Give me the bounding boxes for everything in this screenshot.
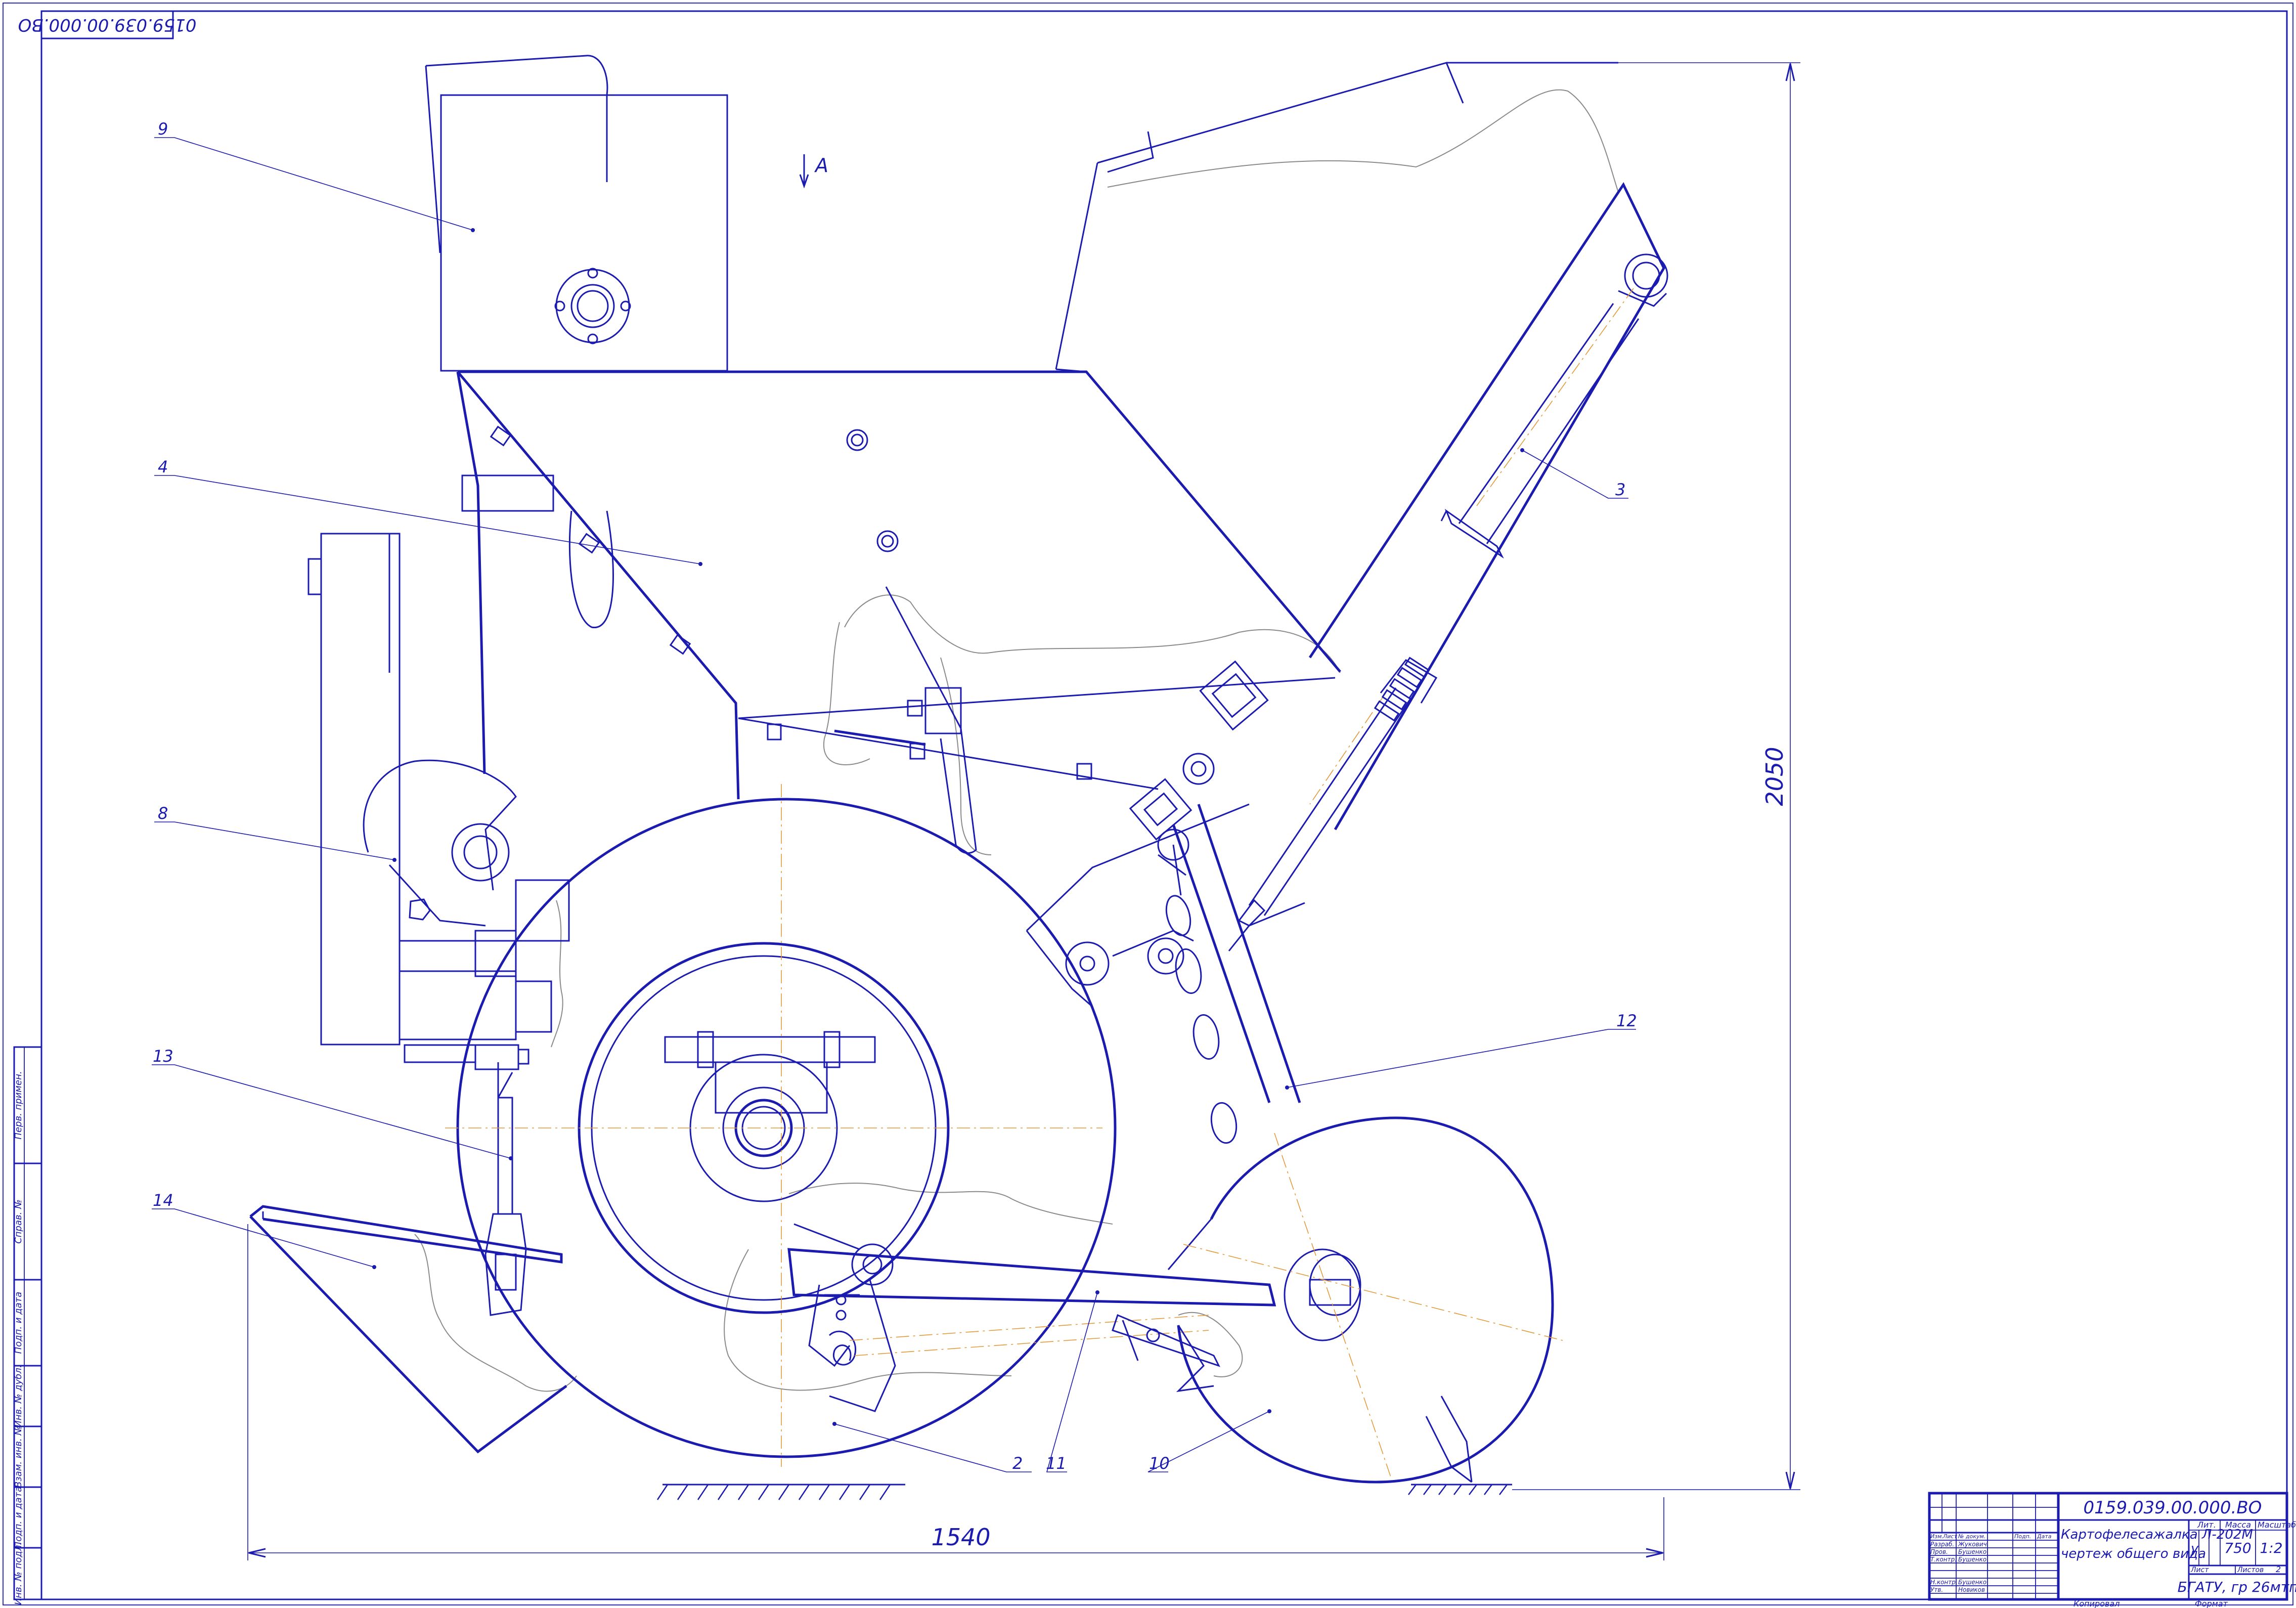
- break-line: [788, 1183, 1113, 1225]
- dimension-height: 2050: [1446, 62, 1800, 1490]
- col-header-date: Дата: [2037, 1533, 2052, 1540]
- break-line: [1107, 89, 1619, 193]
- break-line: [414, 1234, 577, 1392]
- callout-14: 14: [153, 1191, 173, 1210]
- product-subtitle: чертеж общего вида: [2061, 1546, 2206, 1561]
- role-name: Бушенко: [1958, 1556, 1986, 1563]
- machine-drawing: А: [152, 55, 1800, 1560]
- dimension-width: 1540: [247, 1224, 1664, 1560]
- callout-2: 2: [1012, 1454, 1023, 1473]
- frame-link-12: [1026, 660, 1301, 1144]
- copied-label: Копировал: [2073, 1599, 2120, 1608]
- header-mass: Масса: [2225, 1520, 2251, 1530]
- drive-unit-8: [307, 533, 570, 1070]
- callout-13: 13: [153, 1047, 173, 1066]
- section-mark: А: [799, 154, 828, 189]
- mass-value: 750: [2224, 1540, 2251, 1556]
- break-line: [1178, 1312, 1243, 1377]
- break-line: [551, 900, 563, 1048]
- callout-8: 8: [158, 804, 168, 823]
- product-name: Картофелесажалка Л-202М: [2061, 1527, 2253, 1542]
- role-label: Разраб.: [1930, 1541, 1954, 1548]
- designation: 0159.039.00.000.ВО: [2084, 1498, 2262, 1518]
- scale-value: 1:2: [2260, 1540, 2282, 1556]
- organization: БГАТУ, гр 26мтп: [2178, 1579, 2296, 1595]
- callout-leaders: 9 4 8 13 14 3 12 2 11: [152, 119, 1637, 1473]
- callout-9: 9: [158, 119, 168, 139]
- role-label: Н.контр.: [1930, 1579, 1958, 1586]
- format-label: Формат: [2195, 1599, 2228, 1608]
- col-header-sign: Подп.: [2014, 1533, 2031, 1540]
- side-stamp-field: Взам. инв. №: [13, 1426, 24, 1488]
- col-header-doc: № докум.: [1958, 1533, 1985, 1540]
- role-label: Пров.: [1930, 1548, 1948, 1555]
- section-mark-label: А: [814, 154, 828, 177]
- side-stamp-field: Инв. № дубл.: [13, 1365, 24, 1427]
- sheet-label: Лист: [2190, 1566, 2209, 1574]
- col-header-change: Изм.: [1930, 1533, 1944, 1540]
- dimension-height-value: 2050: [1761, 747, 1788, 806]
- callout-12: 12: [1616, 1011, 1637, 1030]
- callout-4: 4: [158, 457, 168, 476]
- break-line: [724, 1249, 1012, 1391]
- swing-arm-11: [787, 1223, 1276, 1412]
- side-stamp-field: Подп. и дата: [13, 1487, 24, 1549]
- side-stamp: Перв. примен. Справ. № Подп. и дата Инв.…: [13, 1046, 42, 1605]
- sheets-total: 2: [2276, 1564, 2281, 1574]
- break-line: [823, 622, 870, 765]
- break-line: [940, 657, 992, 855]
- role-name: Жукович: [1958, 1541, 1987, 1548]
- covering-plate-14: [249, 1205, 567, 1454]
- role-name: Новиков: [1958, 1586, 1985, 1593]
- break-line: [844, 594, 1341, 673]
- covering-disc-10: [1167, 1116, 1563, 1495]
- sheet-frame: 0159.039.00.000.ВО: [3, 3, 2293, 1605]
- spring-rod-13: [484, 1062, 527, 1316]
- role-label: Утв.: [1930, 1586, 1943, 1593]
- callout-11: 11: [1046, 1454, 1067, 1473]
- title-block: 0159.039.00.000.ВО Изм. Лист № докум. По…: [1928, 1492, 2296, 1608]
- side-stamp-field: Подп. и дата: [13, 1292, 24, 1354]
- ground-hatch: [656, 1484, 891, 1500]
- seed-box-9: [425, 55, 728, 372]
- elevator-3: [1228, 182, 1668, 951]
- frame-code-stamp: 0159.039.00.000.ВО: [18, 15, 197, 35]
- litera-value: у: [2190, 1541, 2199, 1556]
- header-lit: Лит.: [2197, 1520, 2216, 1530]
- drive-wheel-2: [445, 784, 1117, 1500]
- dimension-width-value: 1540: [931, 1524, 990, 1551]
- callout-10: 10: [1149, 1454, 1170, 1473]
- side-stamp-field: Инв. № подл.: [13, 1542, 24, 1605]
- col-header-sheet: Лист: [1942, 1533, 1957, 1540]
- callout-3: 3: [1615, 480, 1625, 499]
- role-label: Т.контр.: [1930, 1556, 1957, 1563]
- main-hopper-top: [1055, 62, 1618, 370]
- hopper-body-4: [456, 368, 1341, 854]
- sheets-label: Листов: [2237, 1566, 2264, 1574]
- header-scale: Масштаб: [2258, 1520, 2296, 1530]
- side-stamp-field: Справ. №: [13, 1199, 24, 1244]
- role-name: Бушенко: [1958, 1579, 1986, 1586]
- role-name: Бушенко: [1958, 1548, 1986, 1555]
- side-stamp-field: Перв. примен.: [13, 1071, 24, 1139]
- bolt-set: [490, 425, 1092, 780]
- cylinder-rings: [1374, 657, 1430, 722]
